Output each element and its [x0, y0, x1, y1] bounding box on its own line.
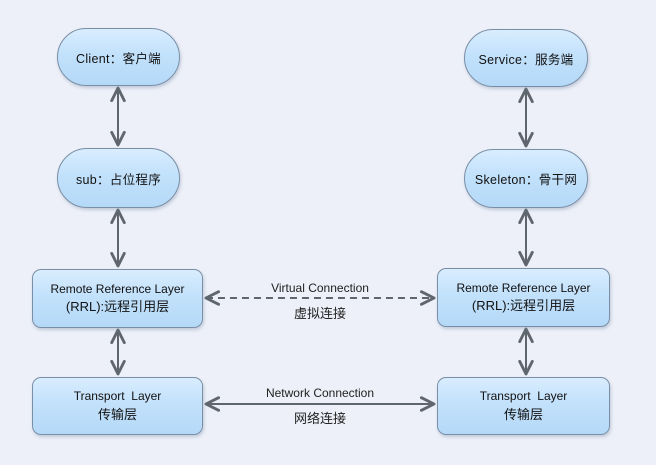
node-rrl-left-line1: Remote Reference Layer	[50, 281, 185, 296]
node-transport-left: Transport Layer 传输层	[32, 377, 203, 435]
virtual-connection-label-en: Virtual Connection	[271, 281, 369, 295]
node-client-label: Client：客户端	[76, 51, 161, 66]
virtual-connection-label-zh: 虚拟连接	[293, 306, 346, 321]
node-transport-left-line2: 传输层	[97, 406, 137, 422]
node-rrl-left: Remote Reference Layer (RRL):远程引用层	[32, 269, 203, 328]
node-service: Service：服务端	[464, 29, 588, 87]
node-transport-right: Transport Layer 传输层	[437, 377, 610, 435]
node-rrl-right-line2: (RRL):远程引用层	[471, 298, 576, 314]
node-transport-left-line1: Transport Layer	[73, 389, 162, 404]
node-skeleton-label: Skeleton：骨干网	[474, 173, 578, 187]
network-connection-label-en: Network Connection	[265, 386, 375, 400]
node-rrl-right: Remote Reference Layer (RRL):远程引用层	[437, 268, 610, 327]
node-rrl-right-line1: Remote Reference Layer	[456, 280, 591, 295]
node-skeleton: Skeleton：骨干网	[464, 149, 588, 208]
node-sub-label: sub：占位程序	[75, 172, 162, 187]
node-transport-right-line2: 传输层	[503, 406, 543, 422]
node-rrl-left-line2: (RRL):远程引用层	[65, 299, 170, 315]
network-connection-label-zh: 网络连接	[293, 411, 346, 426]
node-service-label: Service：服务端	[478, 52, 574, 67]
node-transport-right-line1: Transport Layer	[479, 389, 568, 404]
node-client: Client：客户端	[57, 28, 180, 86]
node-sub: sub：占位程序	[57, 148, 180, 208]
